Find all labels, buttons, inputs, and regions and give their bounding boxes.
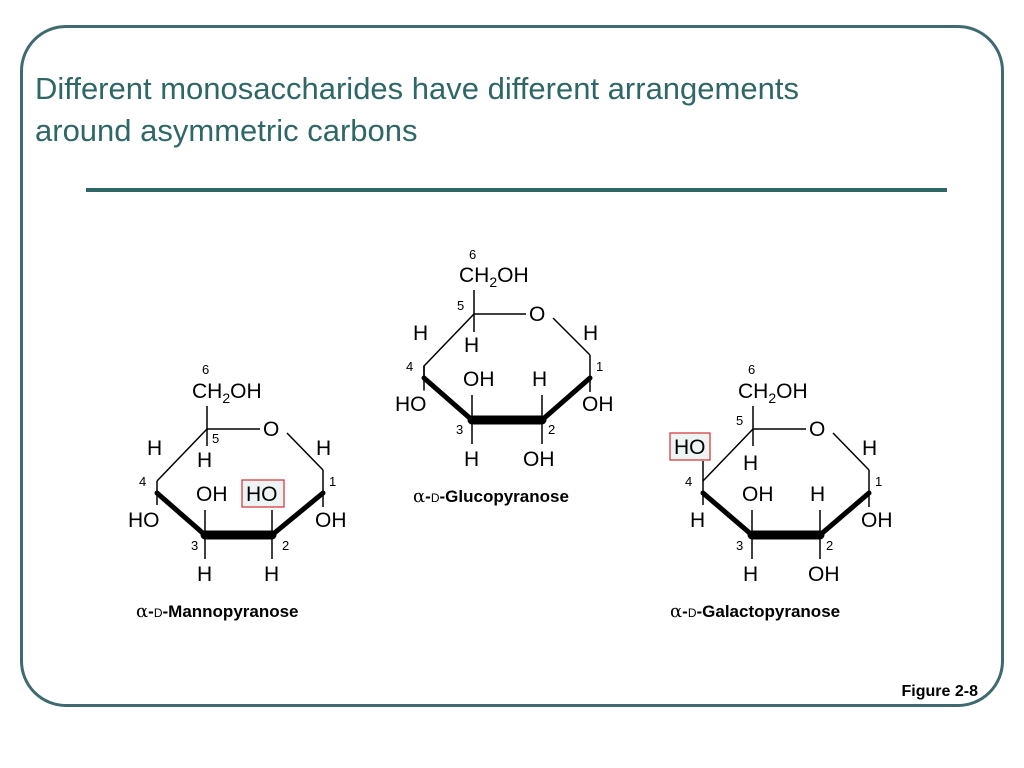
- mannose-ring-front-bonds: [154, 490, 326, 540]
- galactose-ring-bonds: [702, 406, 870, 559]
- mannose-c6-number: 6: [202, 362, 209, 377]
- mannose-c2-ho-highlight: HO: [246, 483, 278, 506]
- mannose-c1-oh: OH: [315, 509, 347, 532]
- glucose-c1-h: H: [583, 322, 598, 345]
- galactose-name: α-D-Galactopyranose: [670, 601, 840, 622]
- glucose-c3-oh: OH: [463, 368, 495, 391]
- mannose-c4-number: 4: [139, 474, 146, 489]
- mannose-c2-h: H: [264, 563, 279, 586]
- glucose-c2-oh: OH: [523, 448, 555, 471]
- galactose-c4-h: H: [690, 509, 705, 532]
- glucose-ch2oh-label: CH2OH: [459, 264, 529, 290]
- galactose-ch2oh-label: CH2OH: [738, 380, 808, 406]
- galactose-ring-oxygen: O: [809, 418, 825, 441]
- glucose-c1-number: 1: [596, 359, 603, 374]
- glucose-c3-number: 3: [456, 422, 463, 437]
- glucose-c5-h: H: [464, 334, 479, 357]
- mannose-c4-ho: HO: [128, 509, 160, 532]
- galactose-c2-oh: OH: [808, 563, 840, 586]
- glucose-c5-number: 5: [457, 298, 464, 313]
- glucose-c1-oh: OH: [582, 393, 614, 416]
- glucose-ring-oxygen: O: [529, 303, 545, 326]
- galactose-c6-number: 6: [748, 362, 755, 377]
- galactose-c4-ho-highlight: HO: [674, 436, 706, 459]
- glucose-ring-front-bonds: [421, 365, 593, 425]
- glucose-c4-ho: HO: [395, 393, 427, 416]
- mannose-c1-number: 1: [329, 474, 336, 489]
- galactose-c3-h: H: [743, 563, 758, 586]
- galactose-c1-h: H: [862, 437, 877, 460]
- mannose-c1-h: H: [316, 437, 331, 460]
- title-line-2: around asymmetric carbons: [35, 113, 418, 148]
- galactose-c5-h: H: [743, 452, 758, 475]
- mannose-c3-oh: OH: [196, 483, 228, 506]
- mannose-ring-oxygen: O: [263, 418, 279, 441]
- figure-label: Figure 2-8: [901, 683, 978, 700]
- glucose-c3-h: H: [464, 448, 479, 471]
- galactose-ring-front-bonds: [700, 490, 872, 540]
- galactopyranose-structure: 6 CH2OH 5 O HO H H 4 1 OH H H OH 3 2 H O…: [669, 362, 893, 622]
- galactose-c3-number: 3: [736, 538, 743, 553]
- galactose-c4-number: 4: [685, 474, 692, 489]
- title-line-1: Different monosaccharides have different…: [35, 71, 799, 106]
- glucose-name: α-D-Glucopyranose: [413, 486, 569, 507]
- title-divider: [86, 188, 947, 192]
- mannose-c5-number: 5: [212, 431, 219, 446]
- mannose-c2-number: 2: [282, 538, 289, 553]
- glucose-c4-number: 4: [406, 359, 413, 374]
- mannose-c4-h-up: H: [147, 437, 162, 460]
- glucose-c6-number: 6: [469, 247, 476, 262]
- mannose-c3-number: 3: [191, 538, 198, 553]
- mannose-c5-h: H: [197, 449, 212, 472]
- galactose-c5-number: 5: [736, 413, 743, 428]
- glucose-c4-h-up: H: [413, 322, 428, 345]
- galactose-c1-oh: OH: [861, 509, 893, 532]
- glucopyranose-structure: 6 CH2OH 5 O H H H 4 1 OH H HO OH 3 2 H O…: [395, 247, 614, 507]
- galactose-highlight-box: [669, 432, 711, 461]
- slide-title: Different monosaccharides have different…: [35, 68, 965, 152]
- mannose-c3-h: H: [197, 563, 212, 586]
- mannose-ch2oh-label: CH2OH: [192, 380, 262, 406]
- mannose-name: α-D-Mannopyranose: [136, 601, 299, 622]
- galactose-c1-number: 1: [875, 474, 882, 489]
- galactose-c3-oh: OH: [742, 483, 774, 506]
- mannopyranose-structure: 6 CH2OH 5 O H H H 4 1 OH HO HO OH 3 2 H …: [128, 362, 347, 622]
- glucose-c2-h-up: H: [532, 368, 547, 391]
- galactose-c2-number: 2: [826, 538, 833, 553]
- slide-frame: [20, 25, 1004, 707]
- galactose-c2-h-up: H: [810, 483, 825, 506]
- glucose-c2-number: 2: [548, 422, 555, 437]
- mannose-highlight-box: [241, 479, 285, 508]
